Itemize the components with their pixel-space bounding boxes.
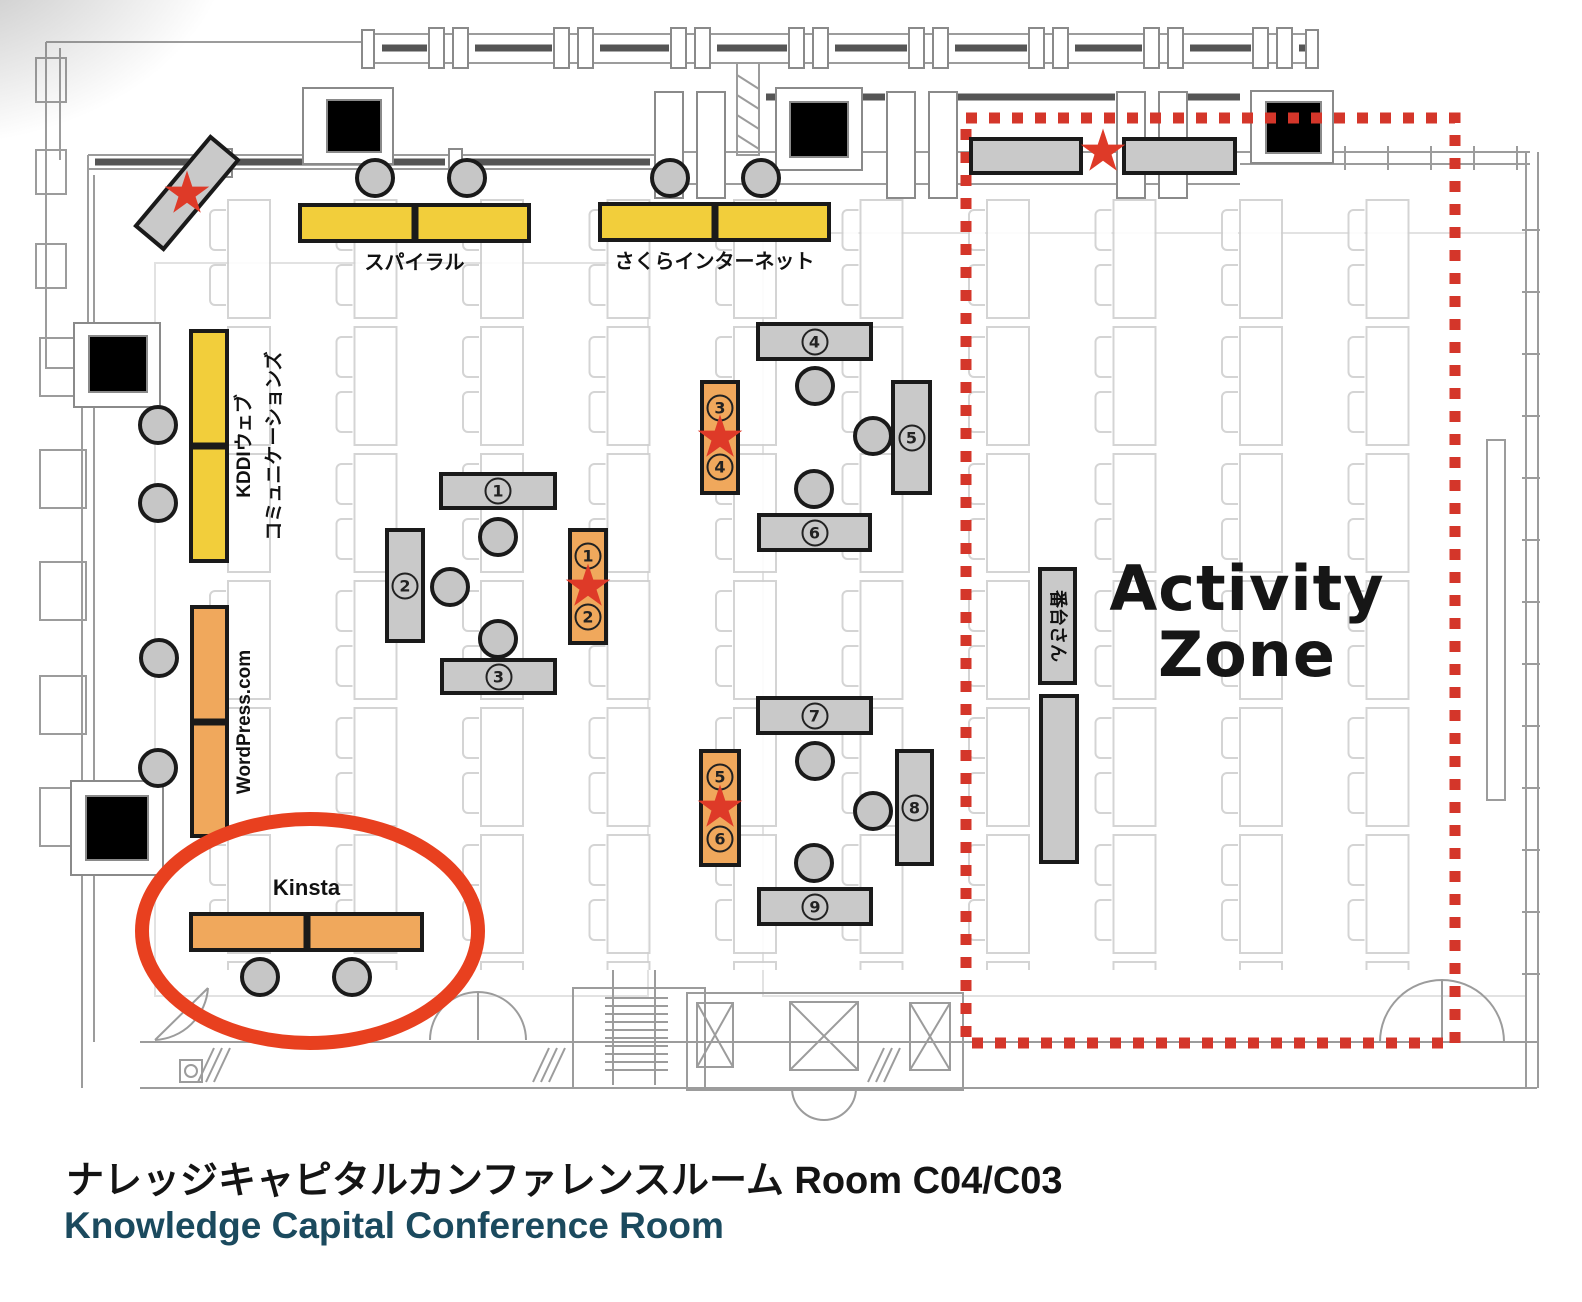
star-marker: ★ [562,550,614,619]
chair [853,416,893,456]
booth-kinsta-table [189,912,424,952]
chair [794,843,834,883]
chair [795,741,835,781]
seat-number-3: 3 [485,663,512,690]
chair [853,791,893,831]
star-marker: ★ [694,401,746,470]
az-counter-table-2 [1039,694,1079,864]
seat-number-4: 4 [801,328,828,355]
table-divider [303,914,310,950]
az-counter-table-1-label: 番台さん [1047,590,1068,662]
seat-number-6: 6 [801,519,828,546]
star-marker: ★ [161,158,213,227]
seat-number-8: 8 [901,794,928,821]
seat-number-2: 2 [391,572,419,599]
booth-wordpress-com-label: WordPress.com [234,649,255,794]
chair [332,957,372,997]
table-divider [192,718,227,725]
chair [794,469,834,509]
chair [138,748,178,788]
chair [650,158,690,198]
az-entrance-table-1 [969,137,1083,175]
seat-number-5: 5 [898,424,925,451]
booth-kinsta-label: Kinsta [272,875,341,900]
table-divider [411,205,418,241]
chair [138,483,178,523]
booth-kddi-web-communications-table [189,329,229,563]
table-divider [191,442,227,450]
seat-number-1: 1 [484,477,512,505]
chair [447,158,487,198]
booth-sakura-internet-table [598,202,831,242]
table-divider [711,204,718,240]
booth-wordpress-com-table [190,605,229,838]
seat-number-9: 9 [801,893,829,920]
az-entrance-table-2 [1122,137,1237,175]
chair [478,619,518,659]
chair [795,366,835,406]
seat-number-7: 7 [801,702,828,729]
chair [240,957,280,997]
activity-zone-label: Activity Zone [1109,552,1385,691]
chair [741,158,781,198]
star-marker: ★ [1077,116,1129,185]
chair [478,517,518,557]
room-title-japanese: ナレッジキャピタルカンファレンスルーム Room C04/C03 [66,1160,1063,1202]
chair [430,567,470,607]
chair [355,158,395,198]
room-title-english: Knowledge Capital Conference Room [64,1205,724,1246]
chair [139,638,179,678]
booth-spiral-table [298,203,531,243]
booth-spiral-label: スパイラル [364,252,465,274]
star-marker: ★ [694,772,746,841]
booth-kddi-web-communications-label: KDDIウェブ [234,394,255,498]
chair [138,405,178,445]
booth-sakura-internet-label: さくらインターネット [614,251,815,273]
booth-kddi-web-communications-label-2: コミュニケーションズ [264,351,285,541]
